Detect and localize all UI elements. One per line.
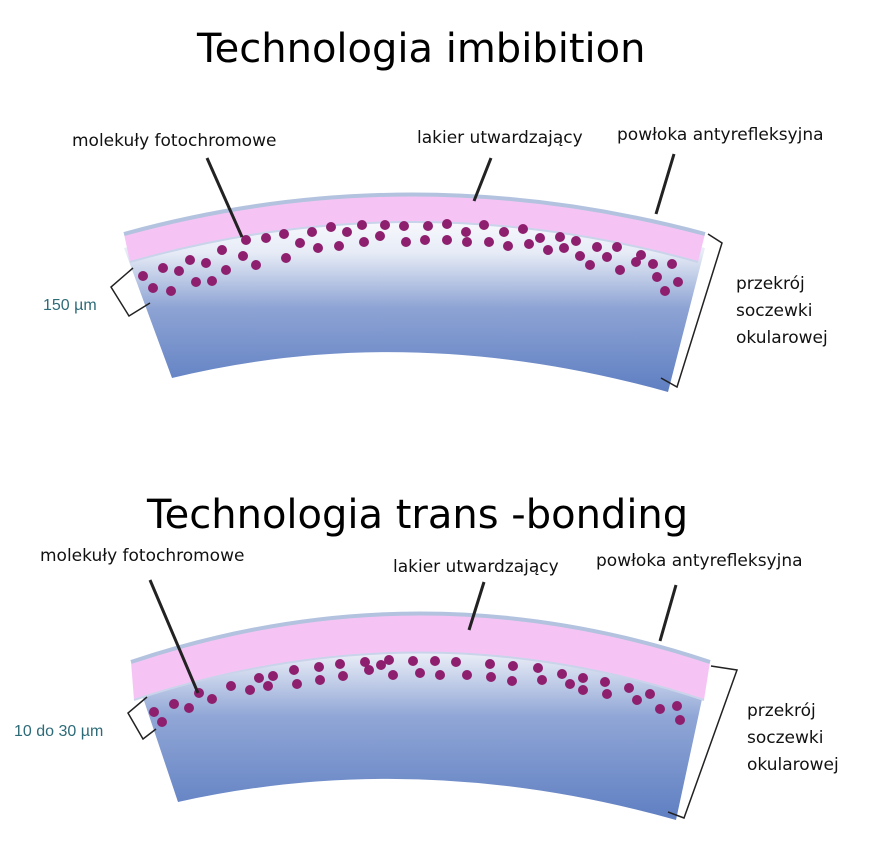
coating-leader-line	[654, 153, 676, 215]
label-section-line1: przekrój	[747, 701, 816, 721]
photochromic-molecules	[138, 219, 683, 296]
lens-body	[124, 206, 705, 392]
depth-bracket	[127, 696, 157, 741]
lacquer-layer	[131, 613, 710, 700]
label-photochromic-molecules: molekuły fotochromowe	[72, 131, 277, 151]
section-bracket	[660, 233, 723, 389]
antireflective-coating	[123, 192, 706, 236]
label-section-line1: przekrój	[736, 274, 805, 294]
panel-title-trans-bonding: Technologia trans -bonding	[147, 492, 689, 538]
lacquer-boundary	[133, 651, 705, 701]
antireflective-coating	[130, 611, 711, 664]
molecules-leader-line	[205, 157, 244, 238]
label-antireflective-coating: powłoka antyrefleksyjna	[596, 551, 803, 571]
label-section-line2: soczewki	[736, 301, 813, 321]
lens-section-imbibition	[110, 153, 723, 392]
depth-measure-label: 10 do 30 µm	[14, 723, 104, 740]
depth-bracket	[110, 267, 151, 318]
section-bracket	[667, 665, 739, 819]
label-curing-lacquer: lakier utwardzający	[393, 557, 559, 577]
lacquer-leader-line	[472, 157, 493, 202]
label-section-line3: okularowej	[736, 328, 828, 348]
label-section-line2: soczewki	[747, 728, 824, 748]
panel-title-imbibition: Technologia imbibition	[197, 26, 646, 72]
label-antireflective-coating: powłoka antyrefleksyjna	[617, 125, 824, 145]
lacquer-leader-line	[467, 581, 486, 631]
label-photochromic-molecules: molekuły fotochromowe	[40, 546, 245, 566]
lacquer-layer	[124, 194, 705, 262]
label-section-line3: okularowej	[747, 755, 839, 775]
molecules-leader-line	[148, 579, 200, 694]
depth-measure-label: 150 µm	[43, 297, 97, 314]
label-curing-lacquer: lakier utwardzający	[417, 128, 583, 148]
lens-section-trans-bonding	[127, 579, 739, 820]
coating-leader-line	[658, 584, 678, 642]
